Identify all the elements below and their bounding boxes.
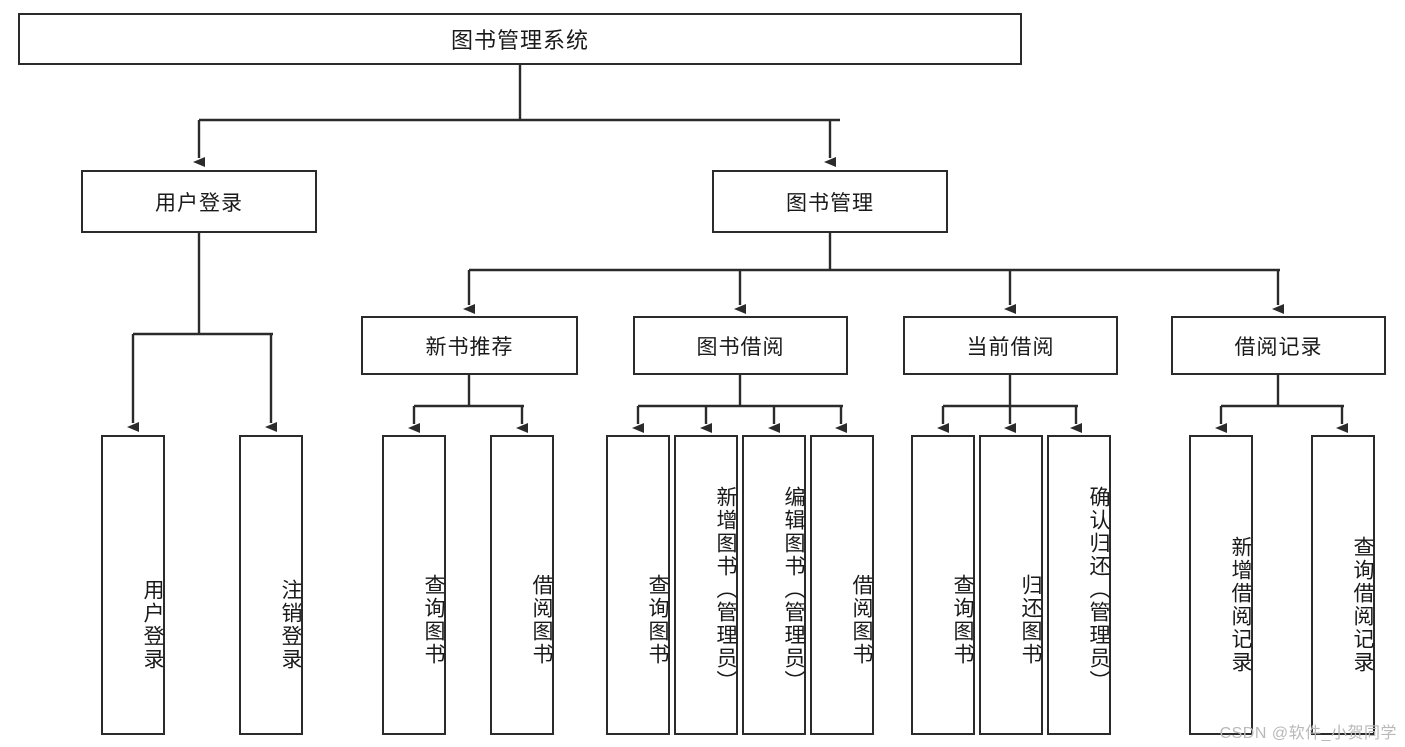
node-label: 编辑图书（管理员） [782, 485, 805, 693]
node-label: 用户登录 [141, 579, 164, 671]
node-book-borrow[interactable]: 图书借阅 [633, 316, 848, 375]
node-label: 新增借阅记录 [1229, 536, 1252, 674]
node-leaf-borrow-book-recommend[interactable]: 借阅图书 [490, 435, 554, 735]
node-label: 确认归还（管理员） [1087, 485, 1110, 693]
node-label: 图书借阅 [696, 335, 785, 359]
node-leaf-edit-book-admin[interactable]: 编辑图书（管理员） [742, 435, 806, 735]
node-label: 新书推荐 [425, 335, 514, 359]
node-label: 归还图书 [1019, 574, 1042, 666]
node-label: 当前借阅 [966, 335, 1055, 359]
node-leaf-query-borrow-record[interactable]: 查询借阅记录 [1311, 435, 1375, 735]
node-label: 用户登录 [155, 191, 243, 215]
node-label: 借阅图书 [530, 574, 553, 666]
node-leaf-add-book-admin[interactable]: 新增图书（管理员） [674, 435, 738, 735]
node-leaf-confirm-return-admin[interactable]: 确认归还（管理员） [1047, 435, 1111, 735]
node-book-management[interactable]: 图书管理 [712, 170, 948, 233]
node-label: 图书管理系统 [450, 28, 589, 53]
node-user-login[interactable]: 用户登录 [81, 170, 317, 233]
node-label: 图书管理 [786, 191, 874, 215]
node-leaf-add-borrow-record[interactable]: 新增借阅记录 [1189, 435, 1253, 735]
node-label: 查询图书 [646, 574, 669, 666]
node-label: 借阅图书 [850, 574, 873, 666]
node-leaf-query-book-current[interactable]: 查询图书 [911, 435, 975, 735]
node-borrow-record[interactable]: 借阅记录 [1171, 316, 1386, 375]
node-root-book-management-system[interactable]: 图书管理系统 [18, 13, 1022, 65]
node-new-book-recommend[interactable]: 新书推荐 [361, 316, 578, 375]
node-leaf-query-book-borrow[interactable]: 查询图书 [606, 435, 670, 735]
csdn-watermark: CSDN @软件_小贺同学 [1219, 725, 1397, 742]
node-current-borrow[interactable]: 当前借阅 [903, 316, 1118, 375]
node-label: 注销登录 [279, 579, 302, 671]
node-leaf-return-book[interactable]: 归还图书 [979, 435, 1043, 735]
node-leaf-query-book-recommend[interactable]: 查询图书 [382, 435, 446, 735]
node-leaf-borrow-book[interactable]: 借阅图书 [810, 435, 874, 735]
node-leaf-user-login[interactable]: 用户登录 [101, 435, 165, 735]
node-label: 新增图书（管理员） [714, 485, 737, 693]
node-label: 查询图书 [422, 574, 445, 666]
node-label: 借阅记录 [1234, 335, 1323, 359]
node-label: 查询图书 [951, 574, 974, 666]
node-label: 查询借阅记录 [1351, 536, 1374, 674]
node-leaf-logout[interactable]: 注销登录 [239, 435, 303, 735]
